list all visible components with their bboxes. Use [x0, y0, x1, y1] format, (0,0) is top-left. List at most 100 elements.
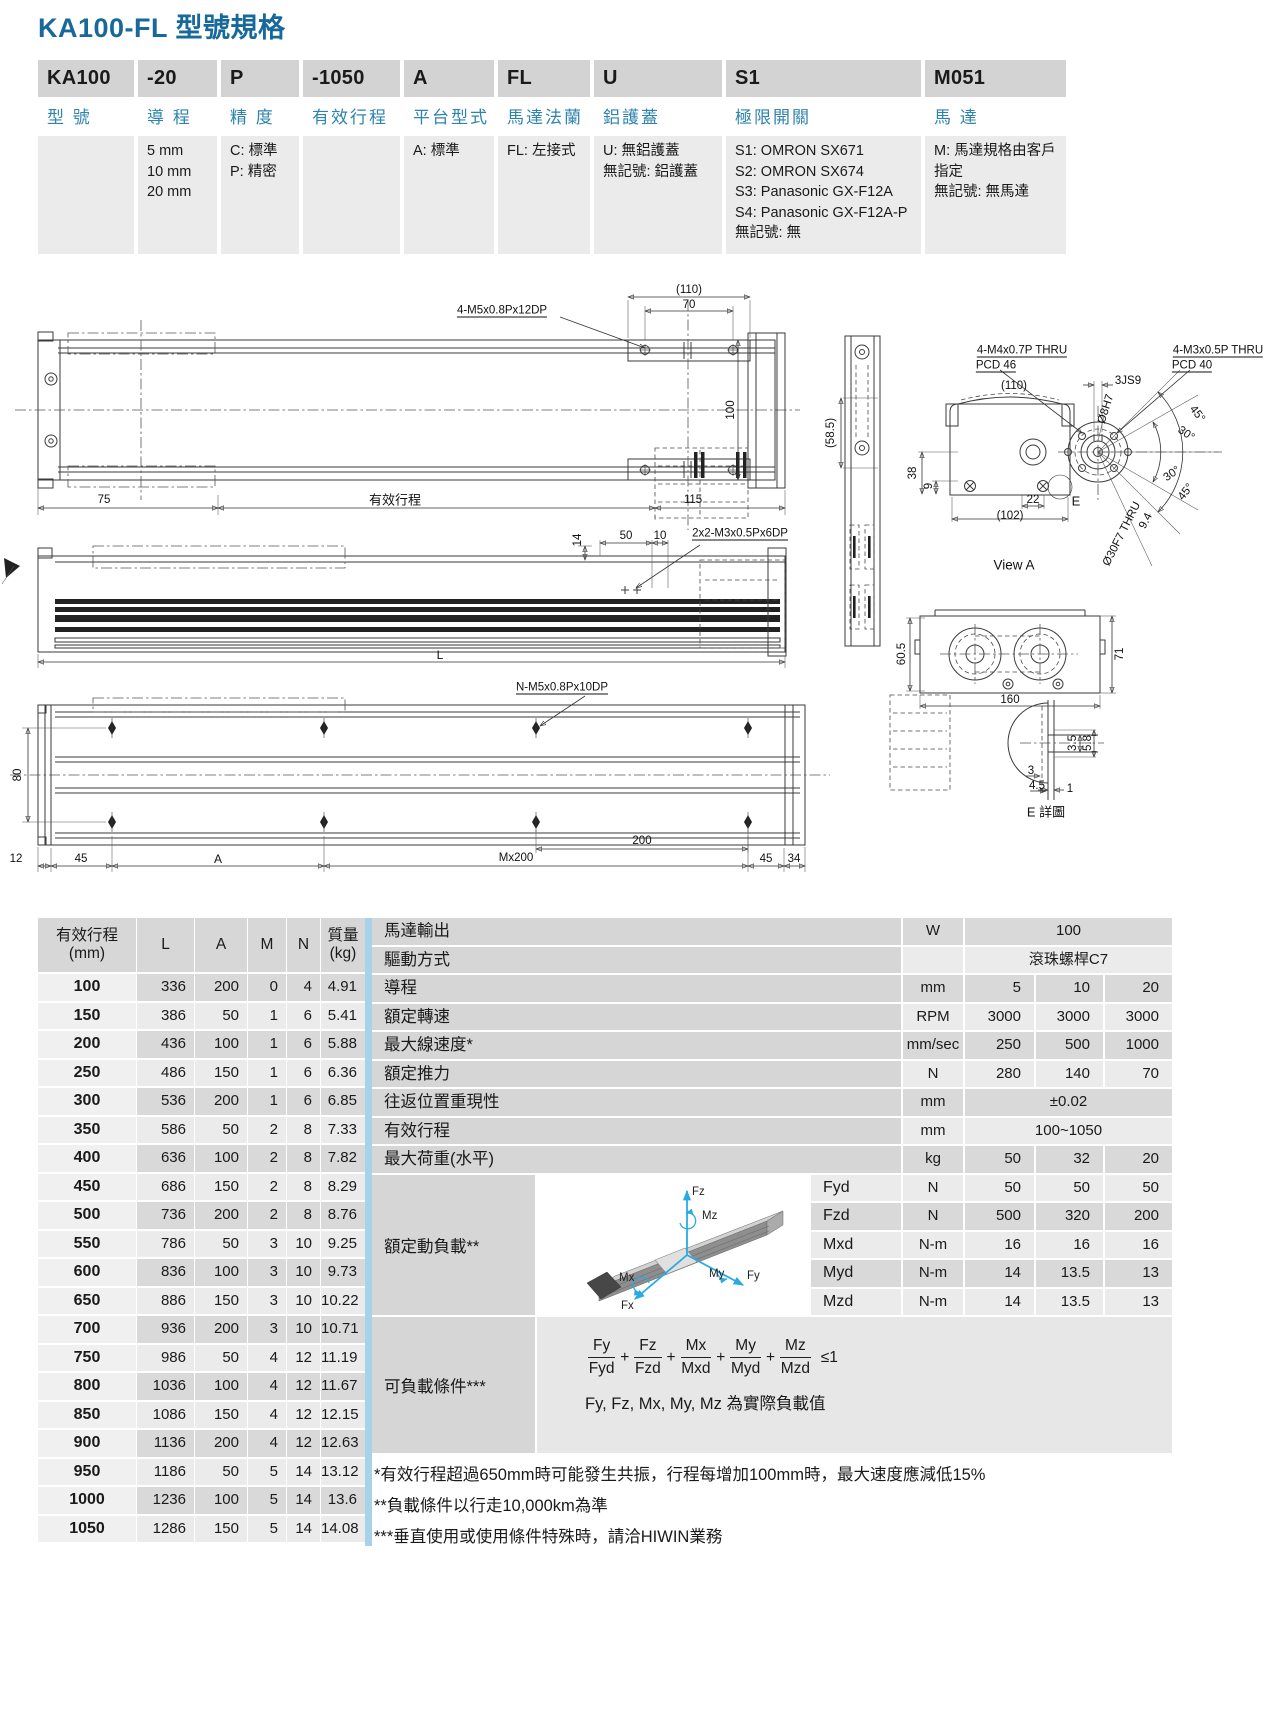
dimension-label: 100: [725, 400, 737, 420]
dimension-label: 3: [1027, 765, 1035, 777]
dim-value: 336: [137, 974, 194, 1001]
dimension-label: 45: [74, 853, 88, 865]
fraction-numerator: Mz: [780, 1337, 811, 1358]
dim-value: 4: [248, 1430, 286, 1457]
model-option: 無記號: 無: [735, 225, 802, 241]
model-code: A: [404, 60, 494, 97]
dim-value: 10.22: [321, 1287, 365, 1314]
dim-value: 936: [137, 1316, 194, 1343]
dim-value: 13.6: [321, 1487, 365, 1514]
dimension-label: 14: [572, 533, 584, 547]
spec-value: 140: [1036, 1060, 1103, 1087]
load-param: Fzd: [811, 1203, 901, 1230]
stroke-value: 300: [38, 1088, 136, 1115]
spec-value: 1000: [1105, 1032, 1172, 1059]
dim-value: 100: [195, 1145, 247, 1172]
mx-label: Mx: [619, 1272, 635, 1284]
model-option: 20 mm: [147, 184, 192, 200]
column-header: N: [287, 918, 320, 972]
dimension-label: PCD 40: [1171, 359, 1213, 373]
spec-unit: mm: [903, 1089, 963, 1116]
spec-row: 驅動方式 滾珠螺桿C7: [372, 946, 1172, 973]
dim-value: 6: [287, 1031, 320, 1058]
model-option: 無記號: 鋁護蓋: [603, 163, 699, 180]
dim-value: 836: [137, 1259, 194, 1286]
fy-label: Fy: [747, 1270, 760, 1282]
page-title: KA100-FL 型號規格: [38, 13, 286, 43]
load-diagram-cell: Fz Mz My Fy Mx Fx: [537, 1174, 809, 1315]
dim-value: 9.73: [321, 1259, 365, 1286]
dimension-label: 3JS9: [1114, 375, 1142, 387]
dimension-label: 12: [9, 853, 23, 865]
stroke-value: 750: [38, 1344, 136, 1371]
fraction-denominator: Fzd: [634, 1360, 661, 1377]
dim-value: 14.08: [321, 1515, 365, 1542]
plus-sign: +: [620, 1348, 630, 1366]
stroke-value: 400: [38, 1145, 136, 1172]
dim-value: 586: [137, 1116, 194, 1143]
load-param: Myd: [811, 1260, 901, 1287]
footnote-line: ***垂直使用或使用條件特殊時，請洽HIWIN業務: [374, 1528, 723, 1546]
model-code: S1: [726, 60, 921, 97]
fraction-denominator: Fyd: [588, 1360, 615, 1377]
spec-label: 驅動方式: [372, 946, 901, 973]
stroke-value: 900: [38, 1430, 136, 1457]
spec-value: 20: [1105, 975, 1172, 1002]
column-header: A: [195, 918, 247, 972]
dim-value: 200: [195, 1088, 247, 1115]
model-field-label: 型 號: [47, 108, 92, 127]
stroke-value: 850: [38, 1401, 136, 1428]
dim-value: 200: [195, 1430, 247, 1457]
model-option: S2: OMRON SX674: [735, 163, 864, 180]
dim-value: 5.88: [321, 1031, 365, 1058]
load-value: 50: [1036, 1174, 1103, 1201]
load-param: Mzd: [811, 1288, 901, 1315]
dim-value: 1036: [137, 1373, 194, 1400]
dim-value: 8: [287, 1173, 320, 1200]
spec-unit: W: [903, 918, 963, 945]
dimension-label: 50: [619, 530, 633, 542]
dim-value: 10: [287, 1230, 320, 1257]
dimension-label: (110): [676, 284, 702, 296]
spec-value: 100~1050: [965, 1117, 1172, 1144]
dim-value: 4: [248, 1373, 286, 1400]
dimension-label: 45: [759, 853, 773, 865]
dim-value: 100: [195, 1031, 247, 1058]
dim-value: 50: [195, 1458, 247, 1485]
engineering-drawing: [1, 265, 1222, 872]
dimension-label: 34: [787, 853, 801, 865]
model-option: C: 標準: [230, 143, 278, 159]
dim-value: 100: [195, 1259, 247, 1286]
plus-sign: +: [765, 1348, 776, 1366]
dimension-label: (102): [996, 510, 1024, 522]
dimension-label: 38: [907, 466, 919, 480]
formula-limit: ≤1: [820, 1348, 838, 1366]
spec-unit: mm/sec: [903, 1032, 963, 1059]
spec-unit: mm: [903, 975, 963, 1002]
dimension-label: E 詳圖: [1026, 804, 1066, 820]
stroke-value: 950: [38, 1458, 136, 1485]
spec-value: 滾珠螺桿C7: [965, 946, 1172, 973]
dimension-label: 160: [1000, 694, 1020, 706]
load-value: 13.5: [1036, 1260, 1103, 1287]
model-option: S4: Panasonic GX-F12A-P: [735, 204, 908, 221]
model-field-label: 極限開關: [735, 108, 811, 127]
stroke-value: 500: [38, 1202, 136, 1229]
